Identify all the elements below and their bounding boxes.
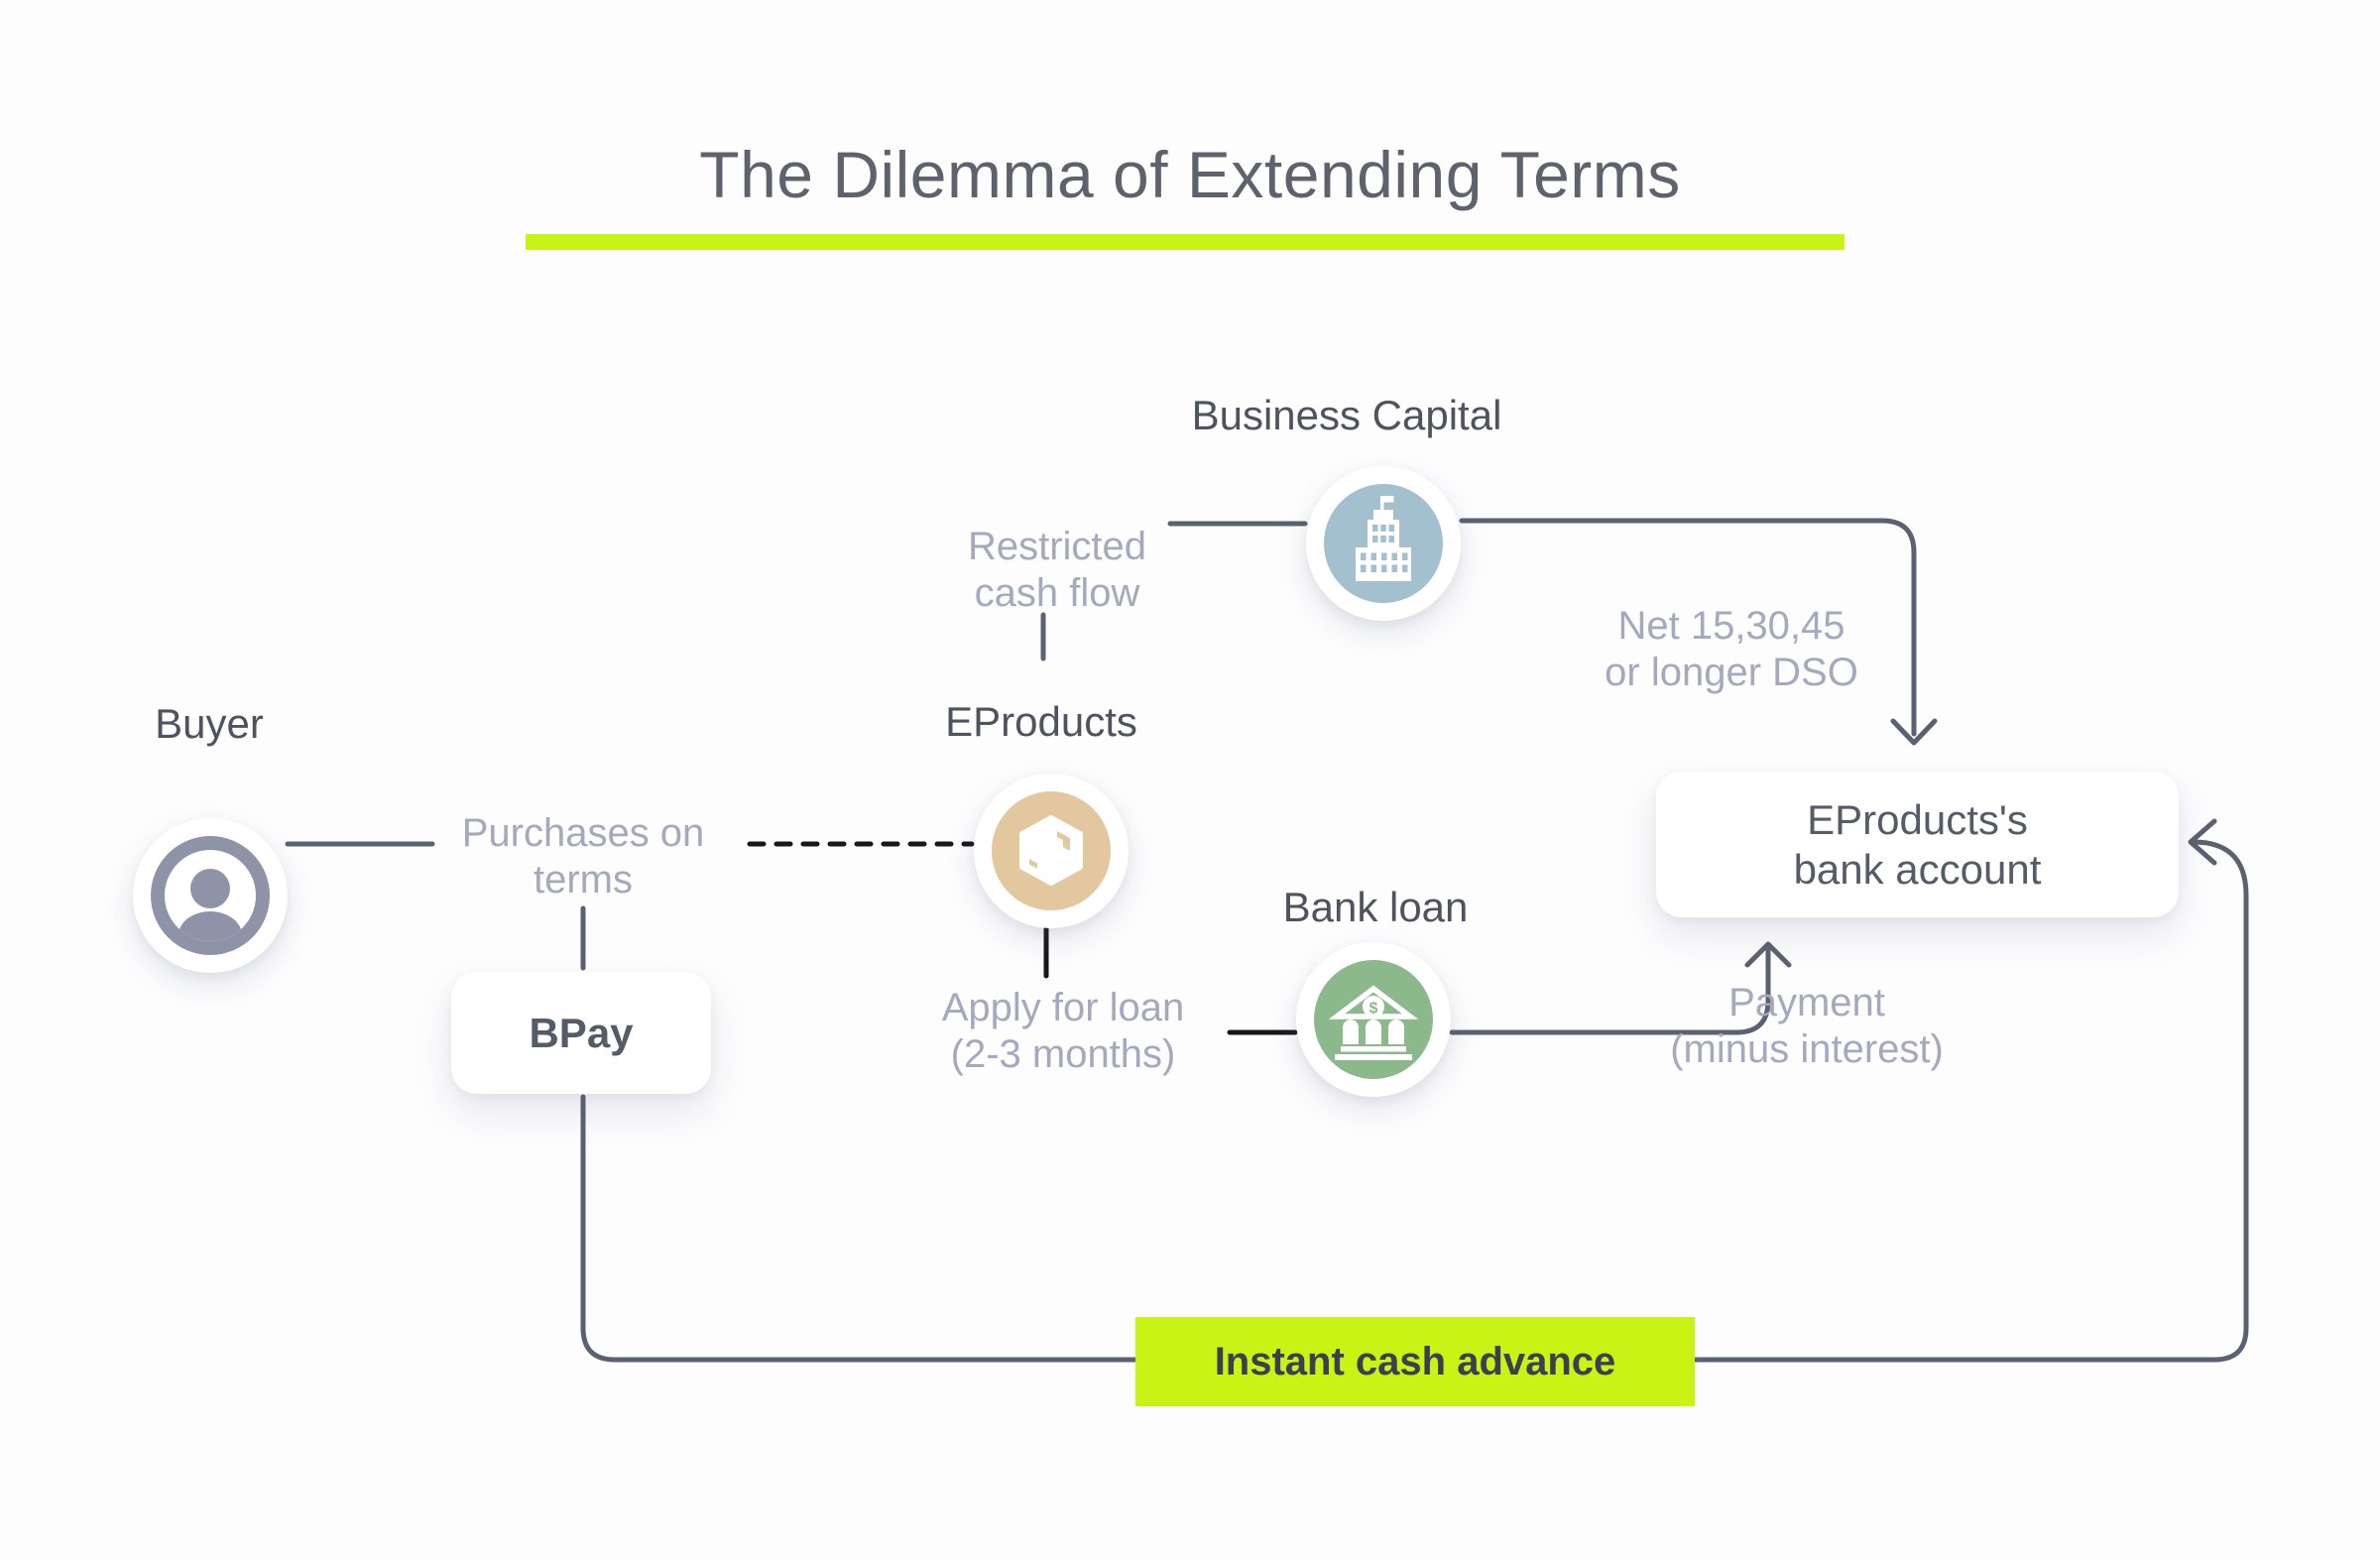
svg-text:$: $	[1369, 1001, 1378, 1018]
card-account-line2: bank account	[1793, 845, 2042, 893]
card-bpay: BPay	[451, 972, 711, 1094]
node-label-bank-loan: Bank loan	[1282, 884, 1469, 930]
edge-bpay-loop-account	[580, 839, 2249, 1363]
arrowhead-up-icon	[1744, 941, 1792, 968]
package-icon	[992, 791, 1111, 910]
label-purchases-on-terms: Purchases on terms	[461, 811, 705, 901]
person-icon	[151, 836, 270, 955]
page-title: The Dilemma of Extending Terms	[699, 138, 1681, 211]
card-account-line1: EProducts's	[1807, 795, 2028, 843]
node-buyer	[133, 818, 288, 973]
node-label-buyer: Buyer	[155, 700, 264, 747]
bank-icon: $	[1314, 960, 1433, 1079]
label-apply-for-loan: Apply for loan (2-3 months)	[941, 986, 1185, 1076]
label-net-terms: Net 15,30,45 or longer DSO	[1605, 604, 1858, 694]
node-bank-loan: $	[1296, 942, 1451, 1097]
arrowhead-down-icon	[1890, 718, 1938, 746]
edge-businesscapital-account	[1459, 518, 1917, 737]
node-eproducts	[974, 774, 1129, 928]
node-label-eproducts: EProducts	[945, 698, 1137, 745]
label-restricted-cash-flow: Restricted cash flow	[967, 525, 1147, 615]
edge-bankloan-account	[1449, 947, 1771, 1035]
building-icon	[1324, 484, 1443, 603]
node-business-capital	[1306, 466, 1461, 621]
arrowhead-left-icon	[2188, 818, 2217, 866]
title-underline	[526, 234, 1844, 250]
card-bpay-label: BPay	[529, 1009, 634, 1056]
instant-cash-advance-badge: Instant cash advance	[1135, 1317, 1695, 1406]
card-eproducts-bank-account: EProducts's bank account	[1656, 772, 2179, 917]
node-label-business-capital: Business Capital	[1191, 392, 1502, 438]
label-payment: Payment (minus interest)	[1670, 981, 1944, 1071]
